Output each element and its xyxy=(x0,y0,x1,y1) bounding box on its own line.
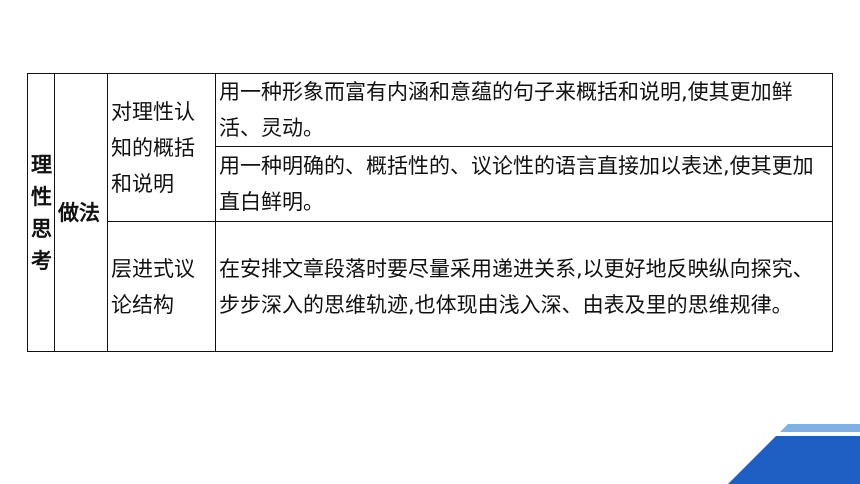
method-table: 理 性 思 考 做法 对理性认知的概括和说明 用一种形象而富有内涵和意蕴的句子来… xyxy=(27,73,833,352)
group-label: 层进式议论结构 xyxy=(107,221,216,352)
method-label: 做法 xyxy=(54,73,108,352)
description-cell: 用一种形象而富有内涵和意蕴的句子来概括和说明,使其更加鲜活、灵动。 xyxy=(215,73,833,147)
category-char: 思 xyxy=(31,216,52,241)
category-char: 理 xyxy=(31,152,52,177)
category-cell: 理 性 思 考 xyxy=(27,73,55,352)
table-row: 理 性 思 考 做法 对理性认知的概括和说明 用一种形象而富有内涵和意蕴的句子来… xyxy=(27,73,833,352)
corner-band-light xyxy=(780,424,860,432)
description-cell: 在安排文章段落时要尽量采用递进关系,以更好地反映纵向探究、步步深入的思维轨迹,也… xyxy=(215,221,833,352)
corner-band-dark xyxy=(728,436,860,484)
category-char: 性 xyxy=(31,184,52,209)
description-cell: 用一种明确的、概括性的、议论性的语言直接加以表述,使其更加直白鲜明。 xyxy=(215,146,833,222)
table-row: 用一种明确的、概括性的、议论性的语言直接加以表述,使其更加直白鲜明。 xyxy=(28,146,833,222)
corner-decoration xyxy=(728,424,860,484)
category-char: 考 xyxy=(31,248,52,273)
table-row: 层进式议论结构 在安排文章段落时要尽量采用递进关系,以更好地反映纵向探究、步步深… xyxy=(28,221,833,352)
group-label: 对理性认知的概括和说明 xyxy=(107,73,216,222)
